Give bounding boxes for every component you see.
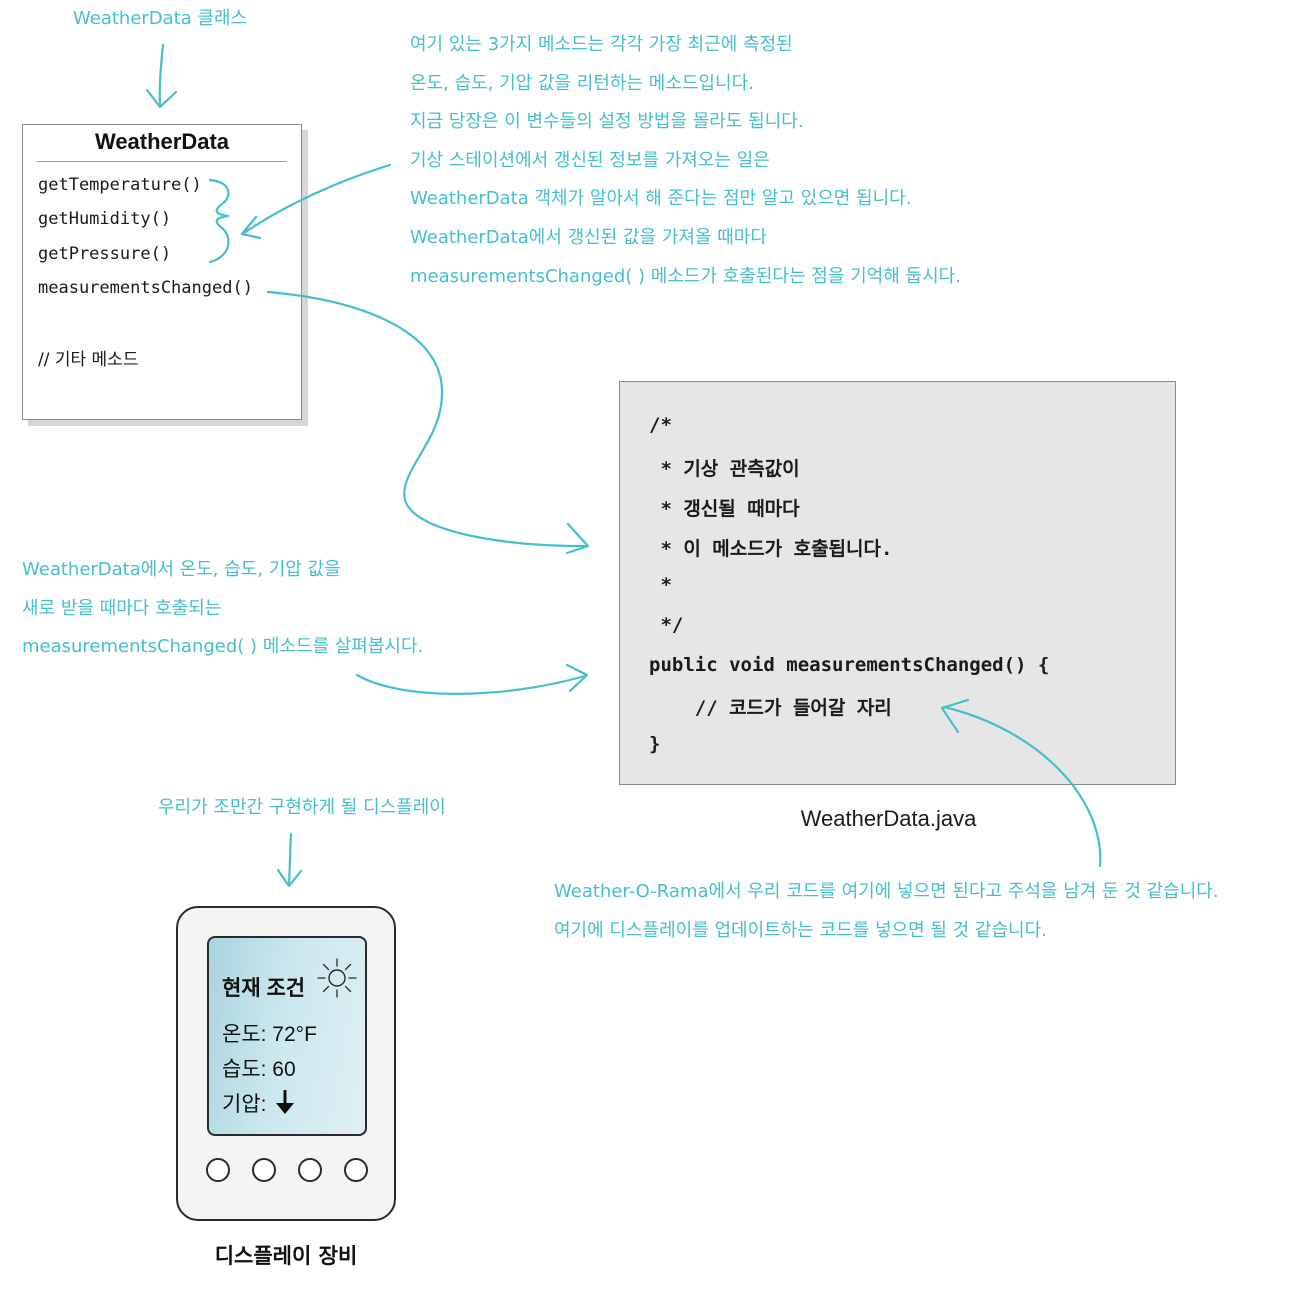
arrowhead <box>145 88 178 109</box>
note-line: 여기 있는 3가지 메소드는 각각 가장 최근에 측정된 <box>410 34 793 55</box>
note-line: 우리가 조만간 구현하게 될 디스플레이 <box>158 797 446 818</box>
code-line: */ <box>649 614 684 636</box>
arrowhead <box>276 868 303 888</box>
class-label-note: WeatherData 클래스 <box>73 0 247 39</box>
note-line: 온도, 습도, 기압 값을 리턴하는 메소드입니다. <box>410 72 754 94</box>
note-line: 여기에 디스플레이를 업데이트하는 코드를 넣으면 될 것 같습니다. <box>554 919 1047 941</box>
arrow-down-icon <box>276 1090 294 1114</box>
note-to-code-arrow <box>355 673 587 695</box>
code-line: * 이 메소드가 호출됩니다. <box>649 538 893 560</box>
code-placement-note: Weather-O-Rama에서 우리 코드를 여기에 넣으면 된다고 주석을 … <box>554 873 1219 950</box>
pressure-label: 기압: <box>222 1093 267 1116</box>
code-line: public void measurementsChanged() { <box>649 654 1050 676</box>
method-get-pressure: getPressure() <box>38 244 172 264</box>
note-line: WeatherData 객체가 알아서 해 준다는 점만 알고 있으면 됩니다. <box>410 188 912 210</box>
method-get-humidity: getHumidity() <box>38 209 172 229</box>
weatherdata-class-box: WeatherData getTemperature() getHumidity… <box>22 124 302 420</box>
arrowhead <box>565 663 589 693</box>
class-label-arrow <box>158 43 165 107</box>
device-button[interactable] <box>344 1158 368 1182</box>
code-line: } <box>649 733 661 755</box>
getter-methods-note: 여기 있는 3가지 메소드는 각각 가장 최근에 측정된 온도, 습도, 기압 … <box>410 26 961 296</box>
device-screen: 현재 조건 온도: 72°F 습도: 60 기압: <box>207 936 367 1136</box>
code-box: /* * 기상 관측값이 * 갱신될 때마다 * 이 메소드가 호출됩니다. *… <box>619 381 1176 785</box>
class-divider <box>37 161 287 162</box>
code-line: /* <box>649 414 672 436</box>
file-caption: WeatherData.java <box>800 806 977 831</box>
device-button[interactable] <box>252 1158 276 1182</box>
method-note: WeatherData에서 온도, 습도, 기압 값을 새로 받을 때마다 호출… <box>22 551 423 667</box>
note-line: 새로 받을 때마다 호출되는 <box>22 597 222 619</box>
note-line: 지금 당장은 이 변수들의 설정 방법을 몰라도 됩니다. <box>410 111 804 133</box>
arrowhead <box>565 522 590 555</box>
code-line: // 코드가 들어갈 자리 <box>649 697 892 719</box>
temperature-reading: 온도: 72°F <box>222 1023 317 1046</box>
humidity-reading: 습도: 60 <box>222 1058 296 1081</box>
code-line: * 기상 관측값이 <box>649 458 800 480</box>
note-line: 기상 스테이션에서 갱신된 정보를 가져오는 일은 <box>410 149 770 171</box>
device-button[interactable] <box>298 1158 322 1182</box>
device-button[interactable] <box>206 1158 230 1182</box>
display-note: 우리가 조만간 구현하게 될 디스플레이 <box>158 789 446 828</box>
note-line: WeatherData에서 온도, 습도, 기압 값을 <box>22 559 341 580</box>
screen-title: 현재 조건 <box>222 977 306 1000</box>
note-line: WeatherData에서 갱신된 값을 가져올 때마다 <box>410 226 767 248</box>
note-line: measurementsChanged( ) 메소드가 호출된다는 점을 기억해… <box>410 265 961 287</box>
code-line: * <box>649 574 672 596</box>
class-comment: // 기타 메소드 <box>38 350 139 370</box>
class-title: WeatherData <box>94 129 230 154</box>
method-get-temperature: getTemperature() <box>38 175 202 195</box>
display-note-arrow <box>287 832 293 886</box>
note-line: Weather-O-Rama에서 우리 코드를 여기에 넣으면 된다고 주석을 … <box>554 881 1219 902</box>
display-device: 현재 조건 온도: 72°F 습도: 60 기압: <box>176 906 396 1221</box>
code-line: * 갱신될 때마다 <box>649 498 800 520</box>
method-measurements-changed: measurementsChanged() <box>38 278 253 298</box>
note-line: measurementsChanged( ) 메소드를 살펴봅시다. <box>22 636 424 658</box>
method-to-code-arrow <box>266 290 588 548</box>
sun-icon <box>317 958 357 998</box>
device-caption: 디스플레이 장비 <box>214 1244 358 1268</box>
note-line: WeatherData 클래스 <box>73 8 248 29</box>
